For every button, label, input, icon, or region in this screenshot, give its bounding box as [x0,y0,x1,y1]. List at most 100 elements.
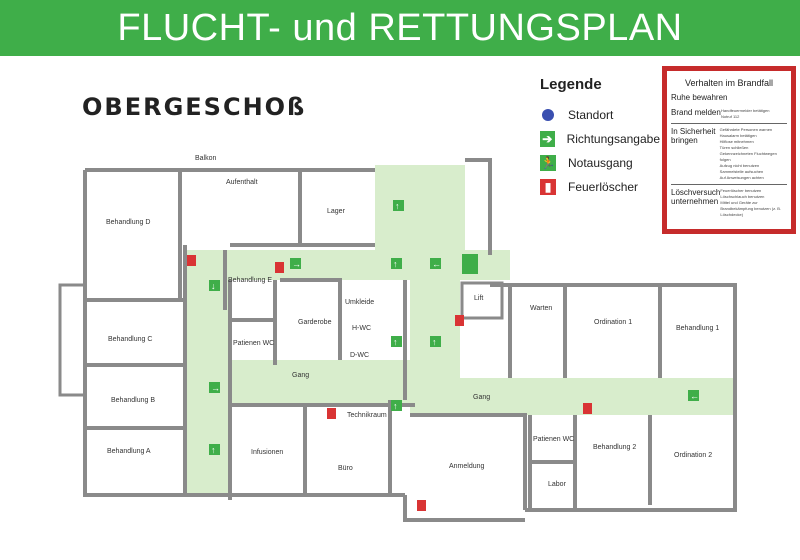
legend-item-richtung: ➔ Richtungsangabe [540,127,660,151]
arrow-glyph: → [211,383,220,393]
rule-item: Notruf 112 [721,114,740,119]
legend-item-feuerloescher: ▮ Feuerlöscher [540,175,660,199]
section-label: Brand melden [671,108,721,117]
rule-item: Aufzug nicht benutzen [719,163,760,168]
room-label: Lager [327,208,346,215]
direction-arrow-icon [430,258,441,269]
rule-item: Auf Anweisungen achten [719,175,764,180]
fire-extinguisher-icon: ▮ [540,179,556,195]
legend-item-standort: Standort [540,103,660,127]
arrow-glyph: ← [432,259,441,269]
emergency-exit-icon [462,254,478,274]
legend: Legende Standort ➔ Richtungsangabe 🏃 Notau… [540,76,660,199]
room-label: Behandlung B [111,397,155,404]
arrow-glyph: → [292,259,301,269]
room-label: Behandlung C [108,336,152,343]
corridor [230,360,415,405]
room-label: Behandlung E [228,277,272,284]
rule-item: Sammelstelle aufsuchen [719,169,764,174]
direction-arrow-icon [688,390,699,401]
room-labels: Balkon Behandlung D Aufenthalt Lager Beh… [106,155,719,488]
legend-item-notausgang: 🏃 Notausgang [540,151,660,175]
direction-arrow-icon [290,258,301,269]
room-label: Aufenthalt [226,179,258,186]
direction-arrow-icon [209,280,220,291]
rule-item: Löschschlauch benutzen [720,194,765,199]
room-label: D-WC [350,352,369,359]
arrow-right-icon: ➔ [540,131,555,147]
rule-item: Hilflose mitnehmen [719,139,754,144]
rule-item: Gefährdete Personen warnen [719,127,773,132]
room-label: H-WC [352,325,371,332]
fire-extinguisher-icon [455,315,464,326]
room-label: Patienen WC [533,436,574,443]
rule-item: Hausalarm betätigen [719,133,757,138]
room-label-balkon: Balkon [195,155,217,162]
direction-arrow-icon [393,200,404,211]
staircase [375,165,465,255]
direction-arrow-icon [391,336,402,347]
arrow-glyph: ↑ [393,401,398,411]
emergency-exit-icon: 🏃 [540,155,556,171]
room-label: Büro [338,465,353,472]
room-label: Warten [530,305,552,312]
direction-arrow-icon [391,400,402,411]
legend-label: Feuerlöscher [568,180,639,194]
room-label: Gang [292,372,309,379]
legend-label: Notausgang [568,156,633,170]
corridor [410,378,735,415]
rule-item: Mittel und Geräte zur Brandbekämpfung be… [720,200,782,217]
room-label: Umkleide [345,299,374,306]
room-label: Gang [473,394,490,401]
arrow-glyph: ↓ [211,281,216,291]
direction-arrow-icon [430,336,441,347]
direction-arrow-icon [391,258,402,269]
corridor [185,250,230,495]
room-label: Technikraum [347,412,387,419]
room-label: Behandlung 1 [676,325,719,332]
plan-title: FLUCHT- und RETTUNGSPLAN [117,6,683,49]
corridors [185,165,735,495]
room-label: Garderobe [298,319,332,326]
room-label: Infusionen [251,449,283,456]
rule-item: Türen schließen [719,145,749,150]
fire-extinguisher-icon [417,500,426,511]
room-label: Anmeldung [449,463,485,470]
arrow-glyph: ↑ [211,445,216,455]
direction-arrow-icon [209,444,220,455]
room-label: Ordination 1 [594,319,632,326]
arrow-glyph: ↑ [393,337,398,347]
section-label: Löschversuch unternehmen [671,188,721,206]
arrow-glyph: ↑ [393,259,398,269]
fire-extinguisher-icon [275,262,284,273]
legend-label: Richtungsangabe [566,132,660,146]
location-dot-icon [540,107,556,123]
rules-calm: Ruhe bewahren [671,93,728,102]
arrow-glyph: ↑ [395,201,400,211]
fire-behavior-panel: Verhalten im Brandfall Ruhe bewahren Bra… [662,66,796,234]
room-label: Ordination 2 [674,452,712,459]
walls [58,158,737,522]
title-banner: FLUCHT- und RETTUNGSPLAN [0,0,800,56]
legend-label: Standort [568,108,614,122]
floor-label: OBERGESCHOß [82,93,307,121]
rule-item: Feuerlöscher benutzen [720,188,762,193]
fire-extinguisher-icon [583,403,592,414]
rules-title: Verhalten im Brandfall [684,78,774,88]
direction-arrow-icon [209,382,220,393]
room-label: Behandlung 2 [593,444,636,451]
fire-extinguisher-icon [327,408,336,419]
legend-title: Legende [540,76,602,93]
section-label: In Sicherheit bringen [671,127,716,145]
signs: ↓ → ↑ ← ↑ ↑ → ↑ ↑ ← ↑ [187,200,699,511]
room-label: Behandlung D [106,219,150,226]
fire-extinguisher-icon [187,255,196,266]
rule-item: Handfeuermelder betätigen [721,108,770,113]
arrow-glyph: ↑ [432,337,437,347]
room-label: Lift [474,295,483,302]
arrow-glyph: ← [690,391,699,401]
